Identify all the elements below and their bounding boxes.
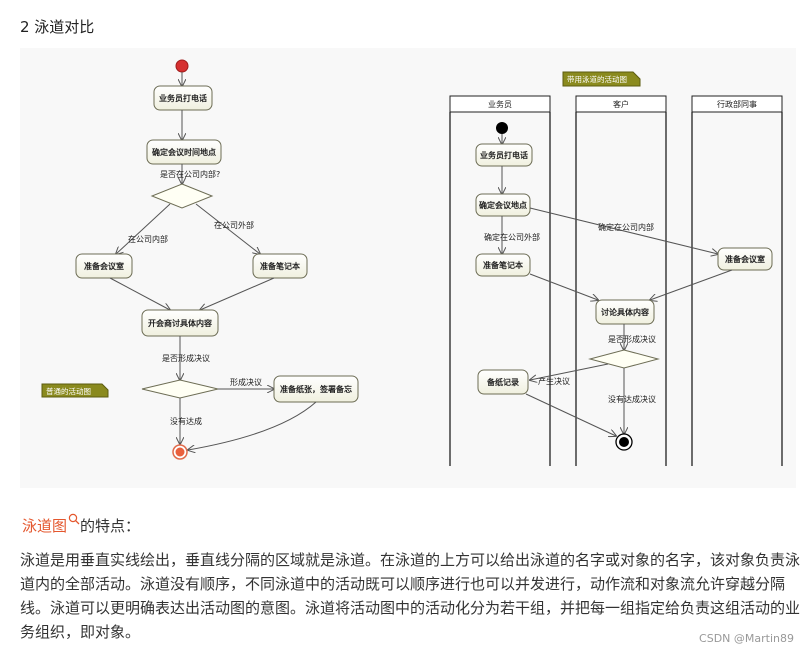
left-node-prepare-room [75,253,133,279]
left-node-decide-time [146,139,222,165]
watermark: CSDN @Martin89 [699,632,794,645]
right-node-prepare-room [717,247,773,271]
right-node-prepare-notebook [475,253,531,277]
left-node-call-label: 业务员打电话 [159,93,207,103]
right-node-prepare-room-label: 准备会议室 [725,254,765,264]
right-label-decided-inside: 确定在公司内部 [598,222,654,232]
left-node-call [153,85,213,111]
left-activity-diagram: 业务员打电话 确定会议时间地点 是否在公司内部? 在公司内部 在公司外部 准备会… [41,59,359,460]
right-label-produce: 产生决议 [538,376,570,386]
left-diagram-note-label: 普通的活动图 [46,386,91,396]
right-node-paper-record-label: 备纸记录 [486,377,519,387]
left-label-inside: 在公司内部 [128,234,168,244]
swimlane-salesperson-label: 业务员 [488,99,512,109]
search-icon[interactable] [68,511,80,525]
swimlane-description: 泳道是用垂直实线绘出，垂直线分隔的区域就是泳道。在泳道的上方可以给出泳道的名字或… [20,551,801,641]
swimlane-customer-label: 客户 [613,99,629,109]
right-node-discuss [595,299,655,325]
left-node-decide-time-label: 确定会议时间地点 [152,147,216,157]
right-node-discuss-label: 讨论具体内容 [601,307,649,317]
right-diagram-note [562,71,641,87]
left-label-q-inside: 是否在公司内部? [160,169,220,179]
right-label-decided-outside: 确定在公司外部 [484,232,540,242]
right-node-call [475,143,533,167]
swimlane-header-salesperson [449,95,551,113]
left-start-node [175,59,189,73]
diagram-canvas: 业务员打电话 确定会议时间地点 是否在公司内部? 在公司内部 在公司外部 准备会… [41,59,783,466]
left-decision-inside [150,183,214,209]
right-label-not-reached: 没有达成决议 [608,394,656,404]
left-label-outside: 在公司外部 [214,220,254,230]
left-node-prepare-paper-label: 准备纸张，签署备忘 [280,384,352,394]
right-node-decide-place-label: 确定会议地点 [479,200,527,210]
swimlane-header-customer [575,95,667,113]
left-node-prepare-room-label: 准备会议室 [84,261,124,271]
left-label-q-resolution: 是否形成决议 [162,353,210,363]
left-node-prepare-notebook [252,253,308,279]
left-label-formed: 形成决议 [230,377,262,387]
left-node-prepare-notebook-label: 准备笔记本 [260,261,300,271]
right-node-call-label: 业务员打电话 [480,150,528,160]
left-diagram-note [41,383,109,398]
swimlane-diagram-link[interactable]: 泳道图 [22,517,68,535]
swimlane-admin-label: 行政部同事 [717,99,757,109]
swimlane-features-title: 泳道图的特点： [22,511,140,536]
section-heading: 2 泳道对比 [20,18,95,36]
swimlane-header-admin [691,95,783,113]
features-title-text: 的特点： [80,517,141,535]
right-node-prepare-notebook-label: 准备笔记本 [483,260,523,270]
right-node-paper-record [477,369,529,395]
left-decision-resolution [141,379,219,399]
right-start-node [496,122,508,134]
right-node-decide-place [475,193,531,217]
diagram-figure: 业务员打电话 确定会议时间地点 是否在公司内部? 在公司内部 在公司外部 准备会… [20,48,796,488]
right-label-q-resolution: 是否形成决议 [608,334,656,344]
left-label-not-formed: 没有达成 [170,416,202,426]
right-diagram-note-label: 带用泳道的活动图 [567,74,627,84]
left-node-discuss-label: 开会商讨具体内容 [148,318,212,328]
right-swimlane-diagram: 带用泳道的活动图 业务员 客户 行政部同事 业务员打电话 确定会议地点 确定在公… [449,71,783,466]
